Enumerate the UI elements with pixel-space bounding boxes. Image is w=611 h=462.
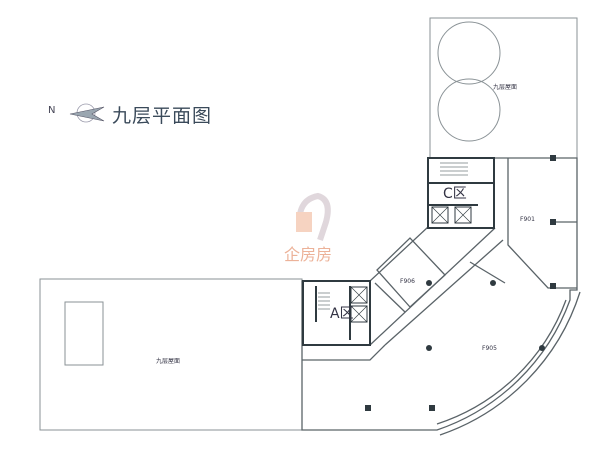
north-arrow-icon [69,103,105,123]
roof-left [39,278,303,431]
roof-left-label: 九层屋面 [156,357,180,365]
unit-f901: F901 [520,216,535,223]
unit-f906: F906 [400,278,415,285]
unit-f905: F905 [482,345,497,352]
north-label: N [48,105,56,116]
building-outline [301,157,581,436]
watermark-logo [296,192,331,241]
core-c [427,157,495,229]
core-a [302,280,371,346]
zone-a-label: A区 [330,306,354,322]
plan-title: 九层平面图 [112,105,213,127]
watermark-text: 企房房 [284,245,332,264]
roof-top-label: 九层屋面 [493,83,517,91]
zone-c-label: C区 [443,186,467,202]
columns [365,155,556,411]
